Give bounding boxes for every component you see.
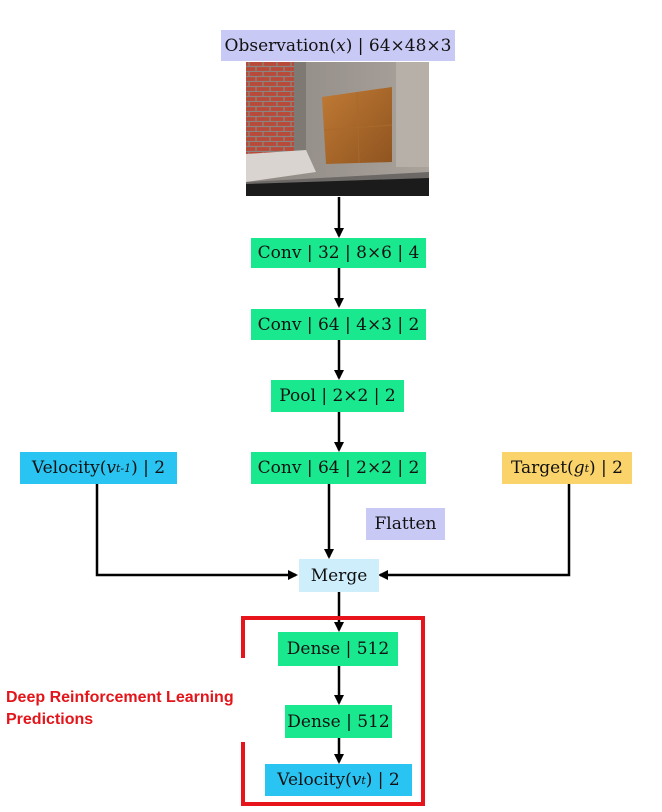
- annotation-line-1: Deep Reinforcement Learning: [6, 689, 234, 706]
- target-var: g: [573, 458, 585, 478]
- velocity-input-sub: t-1: [115, 461, 132, 475]
- target-dims: | 2: [601, 458, 623, 478]
- observation-node: Observation(x) | 64×48×3: [221, 30, 455, 61]
- drl-predictions-annotation: Deep Reinforcement Learning Predictions: [6, 687, 306, 731]
- frame-gap: [236, 658, 250, 742]
- observation-label: Observation: [224, 35, 330, 56]
- velocity-output-var: v: [351, 770, 362, 790]
- velocity-output-sub: t: [361, 773, 366, 787]
- velocity-input-var: v: [106, 458, 116, 478]
- annotation-line-2: Predictions: [6, 711, 94, 728]
- merge-node: Merge: [299, 559, 379, 592]
- observation-var: x: [336, 35, 346, 56]
- dense1-node: Dense | 512: [278, 632, 398, 666]
- target-sub: t: [584, 461, 589, 475]
- arrow-velocity-to-merge: [95, 484, 298, 580]
- velocity-output-label: Velocity: [277, 770, 346, 790]
- conv1-node: Conv | 32 | 8×6 | 4: [251, 238, 426, 268]
- conv2-node: Conv | 64 | 4×3 | 2: [251, 309, 426, 340]
- observation-image: [246, 62, 429, 196]
- dense2-node: Dense | 512: [285, 705, 392, 738]
- conv3-node: Conv | 64 | 2×2 | 2: [251, 452, 426, 484]
- observation-shape: | 64×48×3: [357, 35, 452, 56]
- velocity-input-label: Velocity: [31, 458, 100, 478]
- pool-node: Pool | 2×2 | 2: [271, 380, 404, 412]
- velocity-input-dims: | 2: [143, 458, 166, 478]
- target-label: Target: [510, 458, 568, 478]
- flatten-node: Flatten: [366, 508, 445, 540]
- arrow-target-to-merge: [378, 484, 571, 580]
- velocity-output-dims: | 2: [377, 770, 400, 790]
